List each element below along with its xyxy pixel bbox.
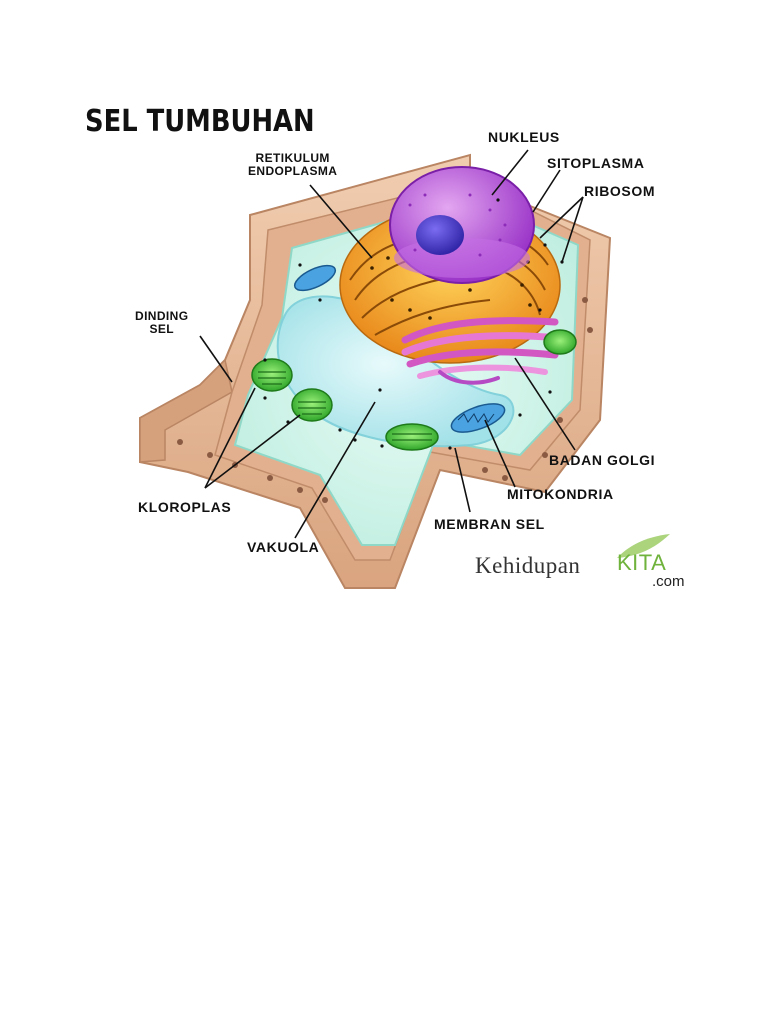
chloroplast <box>386 424 438 450</box>
nucleus <box>390 167 534 283</box>
label-mitokondria: MITOKONDRIA <box>507 487 614 502</box>
label-badan-golgi: BADAN GOLGI <box>549 453 655 468</box>
label-retikulum-line2: ENDOPLASMA <box>248 165 337 178</box>
logo-text-kehidupan: Kehidupan <box>475 553 580 579</box>
diagram-title: SEL TUMBUHAN <box>85 104 315 139</box>
label-dinding-sel: DINDING SEL <box>135 310 188 336</box>
chloroplast <box>544 330 576 354</box>
label-vakuola: VAKUOLA <box>247 540 319 555</box>
logo-text-com: .com <box>652 573 685 590</box>
label-membran-sel: MEMBRAN SEL <box>434 517 545 532</box>
label-ribosom: RIBOSOM <box>584 184 655 199</box>
chloroplast <box>252 359 292 391</box>
label-nukleus: NUKLEUS <box>488 130 560 145</box>
label-kloroplas: KLOROPLAS <box>138 500 231 515</box>
label-sitoplasma: SITOPLASMA <box>547 156 645 171</box>
label-dinding-line2: SEL <box>135 323 188 336</box>
nucleolus <box>416 215 464 255</box>
label-retikulum-endoplasma: RETIKULUM ENDOPLASMA <box>248 152 337 178</box>
